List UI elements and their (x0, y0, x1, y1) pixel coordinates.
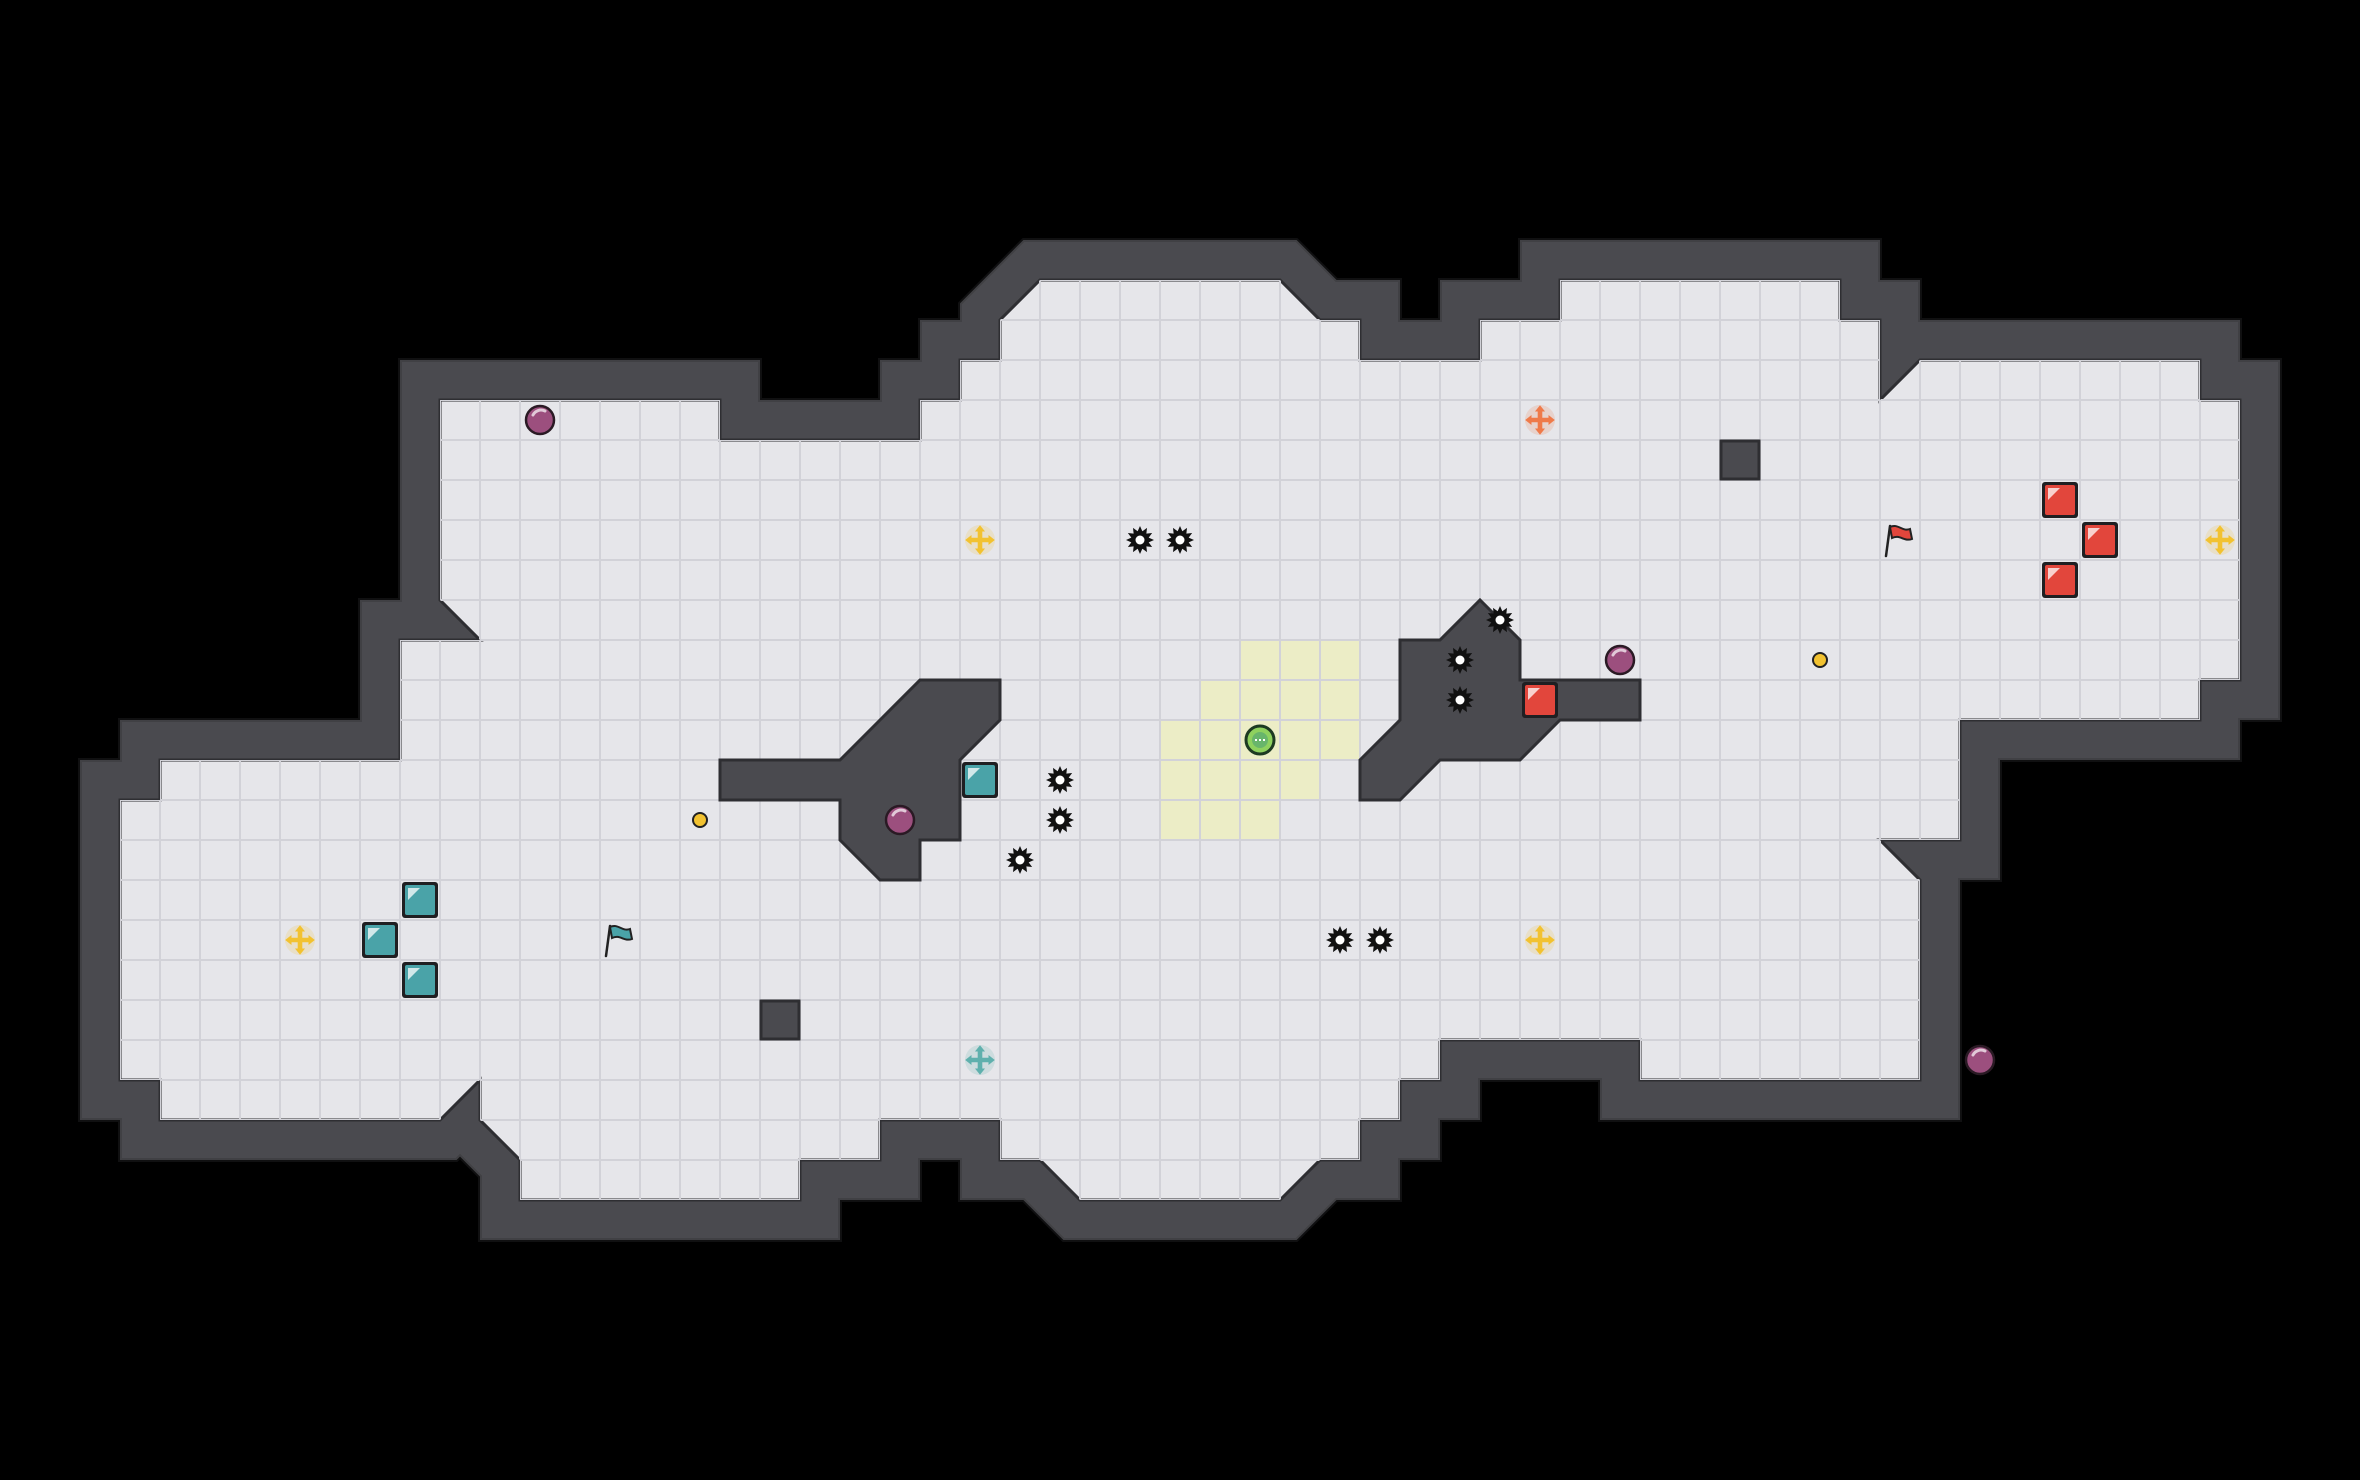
highlight-tile (1281, 641, 1319, 679)
team-gate-icon-blue (962, 762, 998, 798)
team-gate-icon-blue (362, 922, 398, 958)
boost-pad-icon-blue (965, 1045, 995, 1075)
token-icon (692, 812, 708, 828)
highlight-tile (1161, 761, 1199, 799)
spike-icon (1126, 526, 1154, 554)
team-gate-icon-red (2042, 562, 2078, 598)
highlight-tile (1161, 801, 1199, 839)
boost-pad-icon-red (1525, 405, 1555, 435)
highlight-tile (1281, 721, 1319, 759)
inner-wall-1 (718, 678, 1002, 882)
spike-icon (1006, 846, 1034, 874)
highlight-tile (1241, 641, 1279, 679)
spike-icon (1046, 766, 1074, 794)
spike-icon (1366, 926, 1394, 954)
spike-icon (1446, 686, 1474, 714)
spike-icon (1446, 646, 1474, 674)
powerup-icon (1604, 644, 1636, 676)
powerup-icon (524, 404, 556, 436)
spike-icon (1166, 526, 1194, 554)
highlight-tile (1241, 761, 1279, 799)
spike-icon (1486, 606, 1514, 634)
boost-pad-icon-yellow (965, 525, 995, 555)
highlight-tile (1201, 681, 1239, 719)
team-gate-icon-blue (402, 882, 438, 918)
highlight-tile (1241, 801, 1279, 839)
map-items (285, 404, 2235, 1076)
spike-icon (1046, 806, 1074, 834)
player-ball-icon (1244, 724, 1276, 756)
highlight-tile (1281, 681, 1319, 719)
boost-pad-icon-yellow (2205, 525, 2235, 555)
team-gate-icon-blue (402, 962, 438, 998)
team-gate-icon-red (2082, 522, 2118, 558)
highlight-tile (1281, 761, 1319, 799)
inner-walls (718, 439, 1761, 1041)
team-gate-icon-red (2042, 482, 2078, 518)
powerup-icon (884, 804, 916, 836)
token-icon (1812, 652, 1828, 668)
highlight-tile (1321, 721, 1359, 759)
spike-icon (1326, 926, 1354, 954)
highlight-tile (1201, 801, 1239, 839)
team-gate-icon-red (1522, 682, 1558, 718)
highlight-tile (1201, 721, 1239, 759)
highlight-tile (1321, 681, 1359, 719)
inner-wall-2 (1358, 597, 1642, 802)
flag-icon-red (1884, 524, 1914, 558)
highlight-tile (1161, 721, 1199, 759)
highlight-tile (1201, 761, 1239, 799)
boost-pad-icon-yellow (285, 925, 315, 955)
boost-pad-icon-yellow (1525, 925, 1555, 955)
powerup-icon (1964, 1044, 1996, 1076)
wall-block (1719, 439, 1761, 481)
highlight-tile (1321, 641, 1359, 679)
wall-block (759, 999, 801, 1041)
highlight-tile (1241, 681, 1279, 719)
flag-icon-blue (604, 924, 634, 958)
